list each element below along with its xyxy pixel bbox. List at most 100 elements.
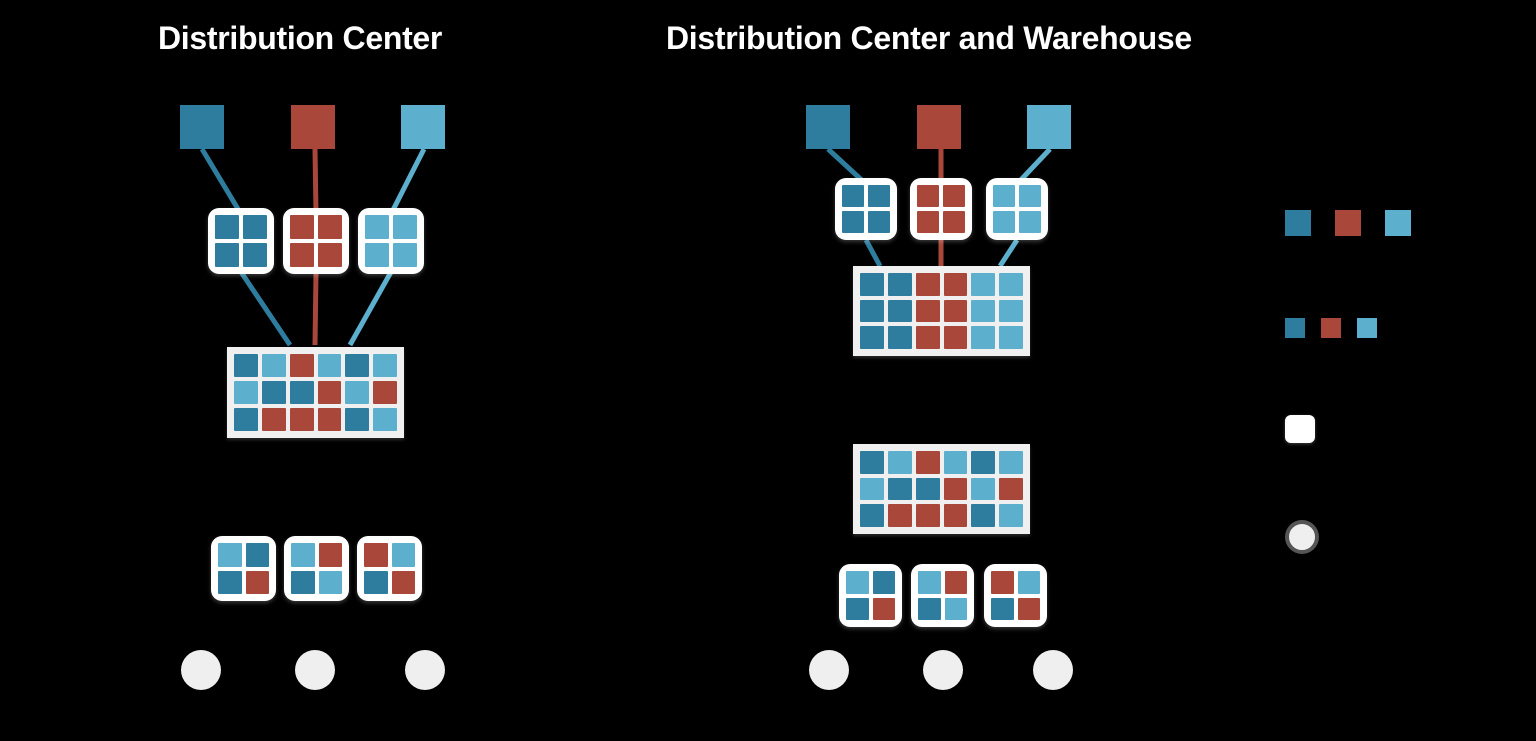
grid-cell-dark-blue [215,243,239,267]
grid-cell-red [943,299,968,323]
distribution-center-tray [853,444,1030,534]
right-wire-lower-2 [997,238,1020,268]
legend-products-large [1285,210,1411,248]
grid-cell-dark-blue [291,570,315,594]
left-wire-lower-1 [312,271,319,346]
grid-cell-dark-blue [860,273,884,296]
grid-cell-light-blue [318,570,342,594]
grid-cell-dark-blue [887,299,912,323]
grid-cell-light-blue [999,451,1023,474]
grid-cell-red [318,243,342,267]
grid-cell-red [943,504,968,527]
grid-cell-light-blue [944,597,967,620]
grid-cell-light-blue [971,326,996,349]
grid-cell-light-blue [999,273,1023,296]
legend-products-large-swatches [1285,210,1411,236]
grid-cell-dark-blue [915,477,940,501]
legend-swatch-light-blue [1357,318,1377,338]
grid-cell-light-blue [393,243,417,267]
grid-cell-dark-blue [991,597,1014,620]
warehouse-tray [853,266,1030,356]
legend-swatch-red [1321,318,1341,338]
delivery-box-1 [211,536,276,601]
legend-container [1285,415,1315,455]
grid-cell-light-blue [860,477,884,501]
grid-cell-red [318,215,342,239]
grid-cell-red [915,299,940,323]
grid-cell-dark-blue [918,597,941,620]
grid-cell-light-blue [993,185,1015,207]
grid-cell-dark-blue [971,451,996,474]
grid-cell-red [317,381,342,404]
grid-cell-dark-blue [364,570,388,594]
legend-swatch-red [1335,210,1361,236]
grid-cell-red [991,571,1014,594]
grid-cell-red [943,326,968,349]
grid-cell-dark-blue [345,354,370,377]
grid-cell-dark-blue [860,451,884,474]
source-square-red [291,105,335,149]
grid-cell-red [290,243,314,267]
grid-cell-red [364,543,388,567]
grid-cell-light-blue [393,215,417,239]
grid-cell-light-blue [999,504,1023,527]
grid-cell-red [887,504,912,527]
grid-cell-dark-blue [887,273,912,296]
grid-cell-dark-blue [860,299,884,323]
grid-cell-light-blue [365,215,389,239]
grid-cell-light-blue [971,273,996,296]
grid-cell-red [915,504,940,527]
grid-cell-light-blue [918,571,941,594]
grid-cell-light-blue [943,451,968,474]
grid-cell-dark-blue [846,597,869,620]
grid-cell-dark-blue [243,215,267,239]
grid-cell-red [373,381,397,404]
grid-cell-red [245,570,269,594]
grid-cell-dark-blue [887,477,912,501]
grid-cell-light-blue [1017,571,1040,594]
grid-cell-dark-blue [234,354,258,377]
customer-3 [405,650,445,690]
supplier-box-dark-blue [835,178,897,240]
grid-cell-red [317,408,342,431]
right-wire-lower-0 [863,238,883,268]
panel-title-right: Distribution Center and Warehouse [666,20,1192,56]
grid-cell-dark-blue [234,408,258,431]
legend-customer-icon [1285,520,1319,554]
distribution-center-tray [227,347,404,438]
grid-cell-light-blue [999,326,1023,349]
delivery-box-3 [357,536,422,601]
legend-swatch-dark-blue [1285,318,1305,338]
legend-swatch-light-blue [1385,210,1411,236]
grid-cell-red [261,408,286,431]
grid-cell-red [915,451,940,474]
grid-cell-dark-blue [860,326,884,349]
grid-cell-light-blue [218,543,242,567]
source-square-dark-blue [806,105,850,149]
grid-cell-light-blue [971,477,996,501]
delivery-box-2 [284,536,349,601]
grid-cell-red [943,185,965,207]
grid-cell-red [943,273,968,296]
legend-container-icon [1285,415,1315,443]
grid-cell-dark-blue [289,381,314,404]
grid-cell-red [917,211,939,233]
grid-cell-red [944,571,967,594]
legend-swatch-dark-blue [1285,210,1311,236]
source-square-light-blue [1027,105,1071,149]
grid-cell-dark-blue [860,504,884,527]
grid-cell-red [290,215,314,239]
panel-title-left: Distribution Center [158,20,443,56]
grid-cell-red [943,211,965,233]
left-wire-lower-0 [238,270,293,347]
grid-cell-dark-blue [887,326,912,349]
grid-cell-dark-blue [245,543,269,567]
supplier-box-light-blue [358,208,424,274]
grid-cell-dark-blue [971,504,996,527]
grid-cell-light-blue [993,211,1015,233]
grid-cell-light-blue [999,299,1023,323]
supplier-box-red [283,208,349,274]
grid-cell-light-blue [373,408,397,431]
grid-cell-red [917,185,939,207]
